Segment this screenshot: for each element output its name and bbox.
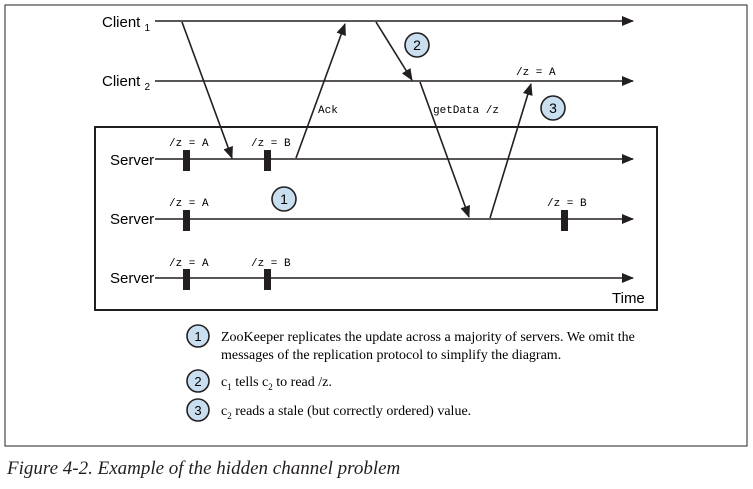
client-1-timeline: Client 1: [102, 14, 634, 34]
getdata-arrow: [419, 81, 470, 218]
step-marker-2: 2: [404, 32, 430, 58]
server-3-label: Server: [110, 270, 154, 287]
legend-item-3: 3 c2 reads a stale (but correctly ordere…: [186, 398, 471, 422]
server-2-state-b-tick: [561, 210, 568, 231]
legend-2-text: c1 tells c2 to read /z.: [221, 375, 332, 392]
server-3-state-b-tick: [264, 269, 271, 290]
legend-1-line-1: ZooKeeper replicates the update across a…: [221, 330, 635, 345]
svg-text:1: 1: [194, 329, 201, 344]
tell-c2-arrow: [375, 21, 413, 81]
ack-arrow: [295, 23, 346, 159]
server-3-state-a-tick: [183, 269, 190, 290]
client-2-label: Client 2: [102, 73, 151, 93]
client-2-read-value: /z = A: [516, 67, 556, 79]
stale-response-arrow: [489, 83, 533, 219]
server-1-state-b-tick: [264, 150, 271, 171]
svg-text:1: 1: [280, 191, 288, 207]
legend-item-1: 1 ZooKeeper replicates the update across…: [186, 324, 635, 363]
server-3-state-a: /z = A: [169, 258, 209, 270]
server-3-timeline: Server /z = A /z = B: [110, 258, 634, 290]
svg-text:3: 3: [194, 403, 201, 418]
server-3-state-b: /z = B: [251, 258, 291, 270]
figure-frame: [4, 4, 748, 447]
time-axis-label: Time: [612, 290, 645, 307]
legend-item-2: 2 c1 tells c2 to read /z.: [186, 369, 332, 393]
getdata-label: getData /z: [433, 105, 499, 117]
legend-3-text: c2 reads a stale (but correctly ordered)…: [221, 404, 471, 421]
server-2-state-a-tick: [183, 210, 190, 231]
server-ensemble-box: [94, 126, 658, 311]
client-2-timeline: Client 2: [102, 73, 634, 93]
svg-text:2: 2: [194, 374, 201, 389]
figure-caption: Figure 4-2. Example of the hidden channe…: [7, 458, 401, 479]
svg-text:3: 3: [549, 100, 557, 116]
step-marker-3: 3: [540, 95, 566, 121]
server-2-timeline: Server /z = A /z = B: [110, 198, 634, 231]
server-1-timeline: Server /z = A /z = B: [110, 138, 634, 171]
svg-text:2: 2: [413, 37, 421, 53]
ack-label: Ack: [318, 105, 338, 117]
legend-1-line-2: messages of the replication protocol to …: [221, 348, 561, 363]
server-2-state-a: /z = A: [169, 198, 209, 210]
server-1-label: Server: [110, 152, 154, 169]
step-marker-1: 1: [271, 186, 297, 212]
write-request-arrow: [181, 21, 233, 159]
server-1-state-a-tick: [183, 150, 190, 171]
server-1-state-a: /z = A: [169, 138, 209, 150]
server-2-state-b: /z = B: [547, 198, 587, 210]
server-1-state-b: /z = B: [251, 138, 291, 150]
server-2-label: Server: [110, 211, 154, 228]
client-1-label: Client 1: [102, 14, 151, 34]
